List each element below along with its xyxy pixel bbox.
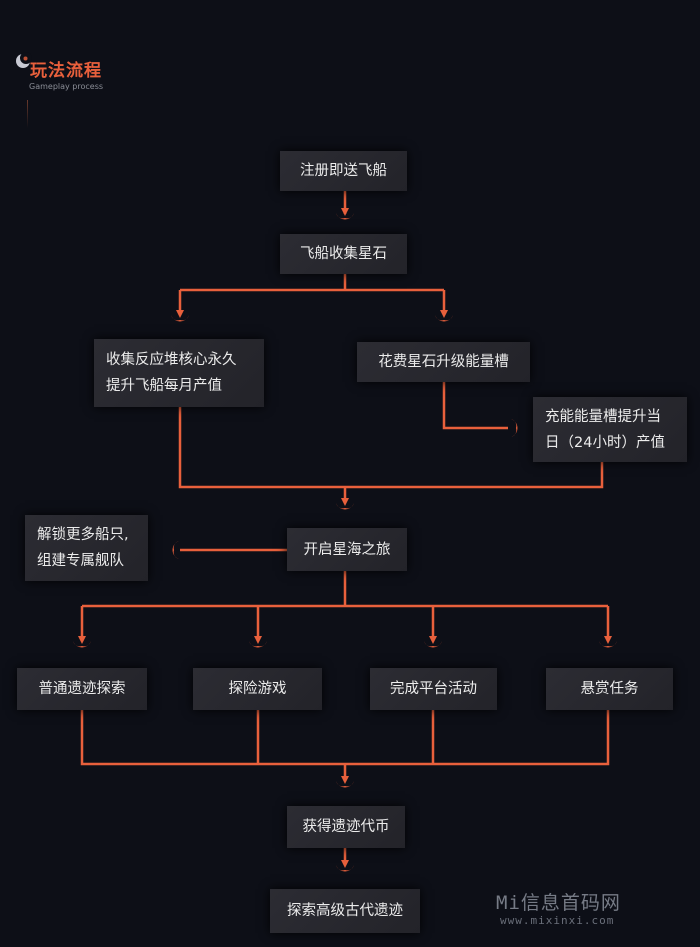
node-unlock-fleet: 解锁更多船只,组建专属舰队	[25, 515, 148, 581]
arrow-to-charge	[511, 419, 518, 437]
node-collect-stones: 飞船收集星石	[280, 234, 407, 274]
node-relic-coins: 获得遗迹代币	[287, 806, 405, 848]
edge-upgrade-charge	[442, 382, 508, 430]
arrow-to-unlock	[172, 541, 179, 559]
node-platform-activity: 完成平台活动	[370, 668, 497, 710]
node-register: 注册即送飞船	[280, 151, 407, 191]
edge-voyage-branches	[80, 571, 610, 636]
edge-collect-split	[178, 274, 446, 310]
arrow-to-adventure	[249, 636, 267, 648]
arrow-to-explore	[73, 636, 91, 648]
arrow-to-upgrade	[435, 310, 453, 322]
node-start-voyage: 开启星海之旅	[287, 528, 407, 571]
node-adventure-game: 探险游戏	[193, 668, 322, 710]
node-upgrade-slot: 花费星石升级能量槽	[357, 342, 530, 382]
watermark-url: www.mixinxi.com	[500, 914, 615, 927]
edge-branches-coins	[80, 710, 610, 780]
moon-logo-icon	[16, 52, 32, 68]
arrow-to-ancient	[336, 860, 354, 872]
watermark-text: Mi信息首码网	[496, 892, 621, 914]
arrow-to-bounty	[599, 636, 617, 648]
node-ancient-ruins: 探索高级古代遗迹	[270, 889, 420, 933]
header-divider	[27, 100, 28, 128]
node-charge-slot: 充能能量槽提升当日（24小时）产值	[533, 397, 687, 462]
arrow-to-reactor	[171, 310, 189, 322]
arrow-register-collect	[336, 208, 354, 220]
edge-merge-voyage	[178, 407, 604, 489]
arrow-to-voyage	[336, 498, 354, 510]
node-explore-ruins: 普通遗迹探索	[17, 668, 147, 710]
section-title: 玩法流程	[30, 61, 102, 81]
arrow-to-coins	[336, 776, 354, 788]
section-subtitle: Gameplay process	[29, 82, 104, 91]
node-reactor-core: 收集反应堆核心永久提升飞船每月产值	[94, 339, 264, 407]
arrow-to-activity	[424, 636, 442, 648]
node-bounty-task: 悬赏任务	[546, 668, 673, 710]
